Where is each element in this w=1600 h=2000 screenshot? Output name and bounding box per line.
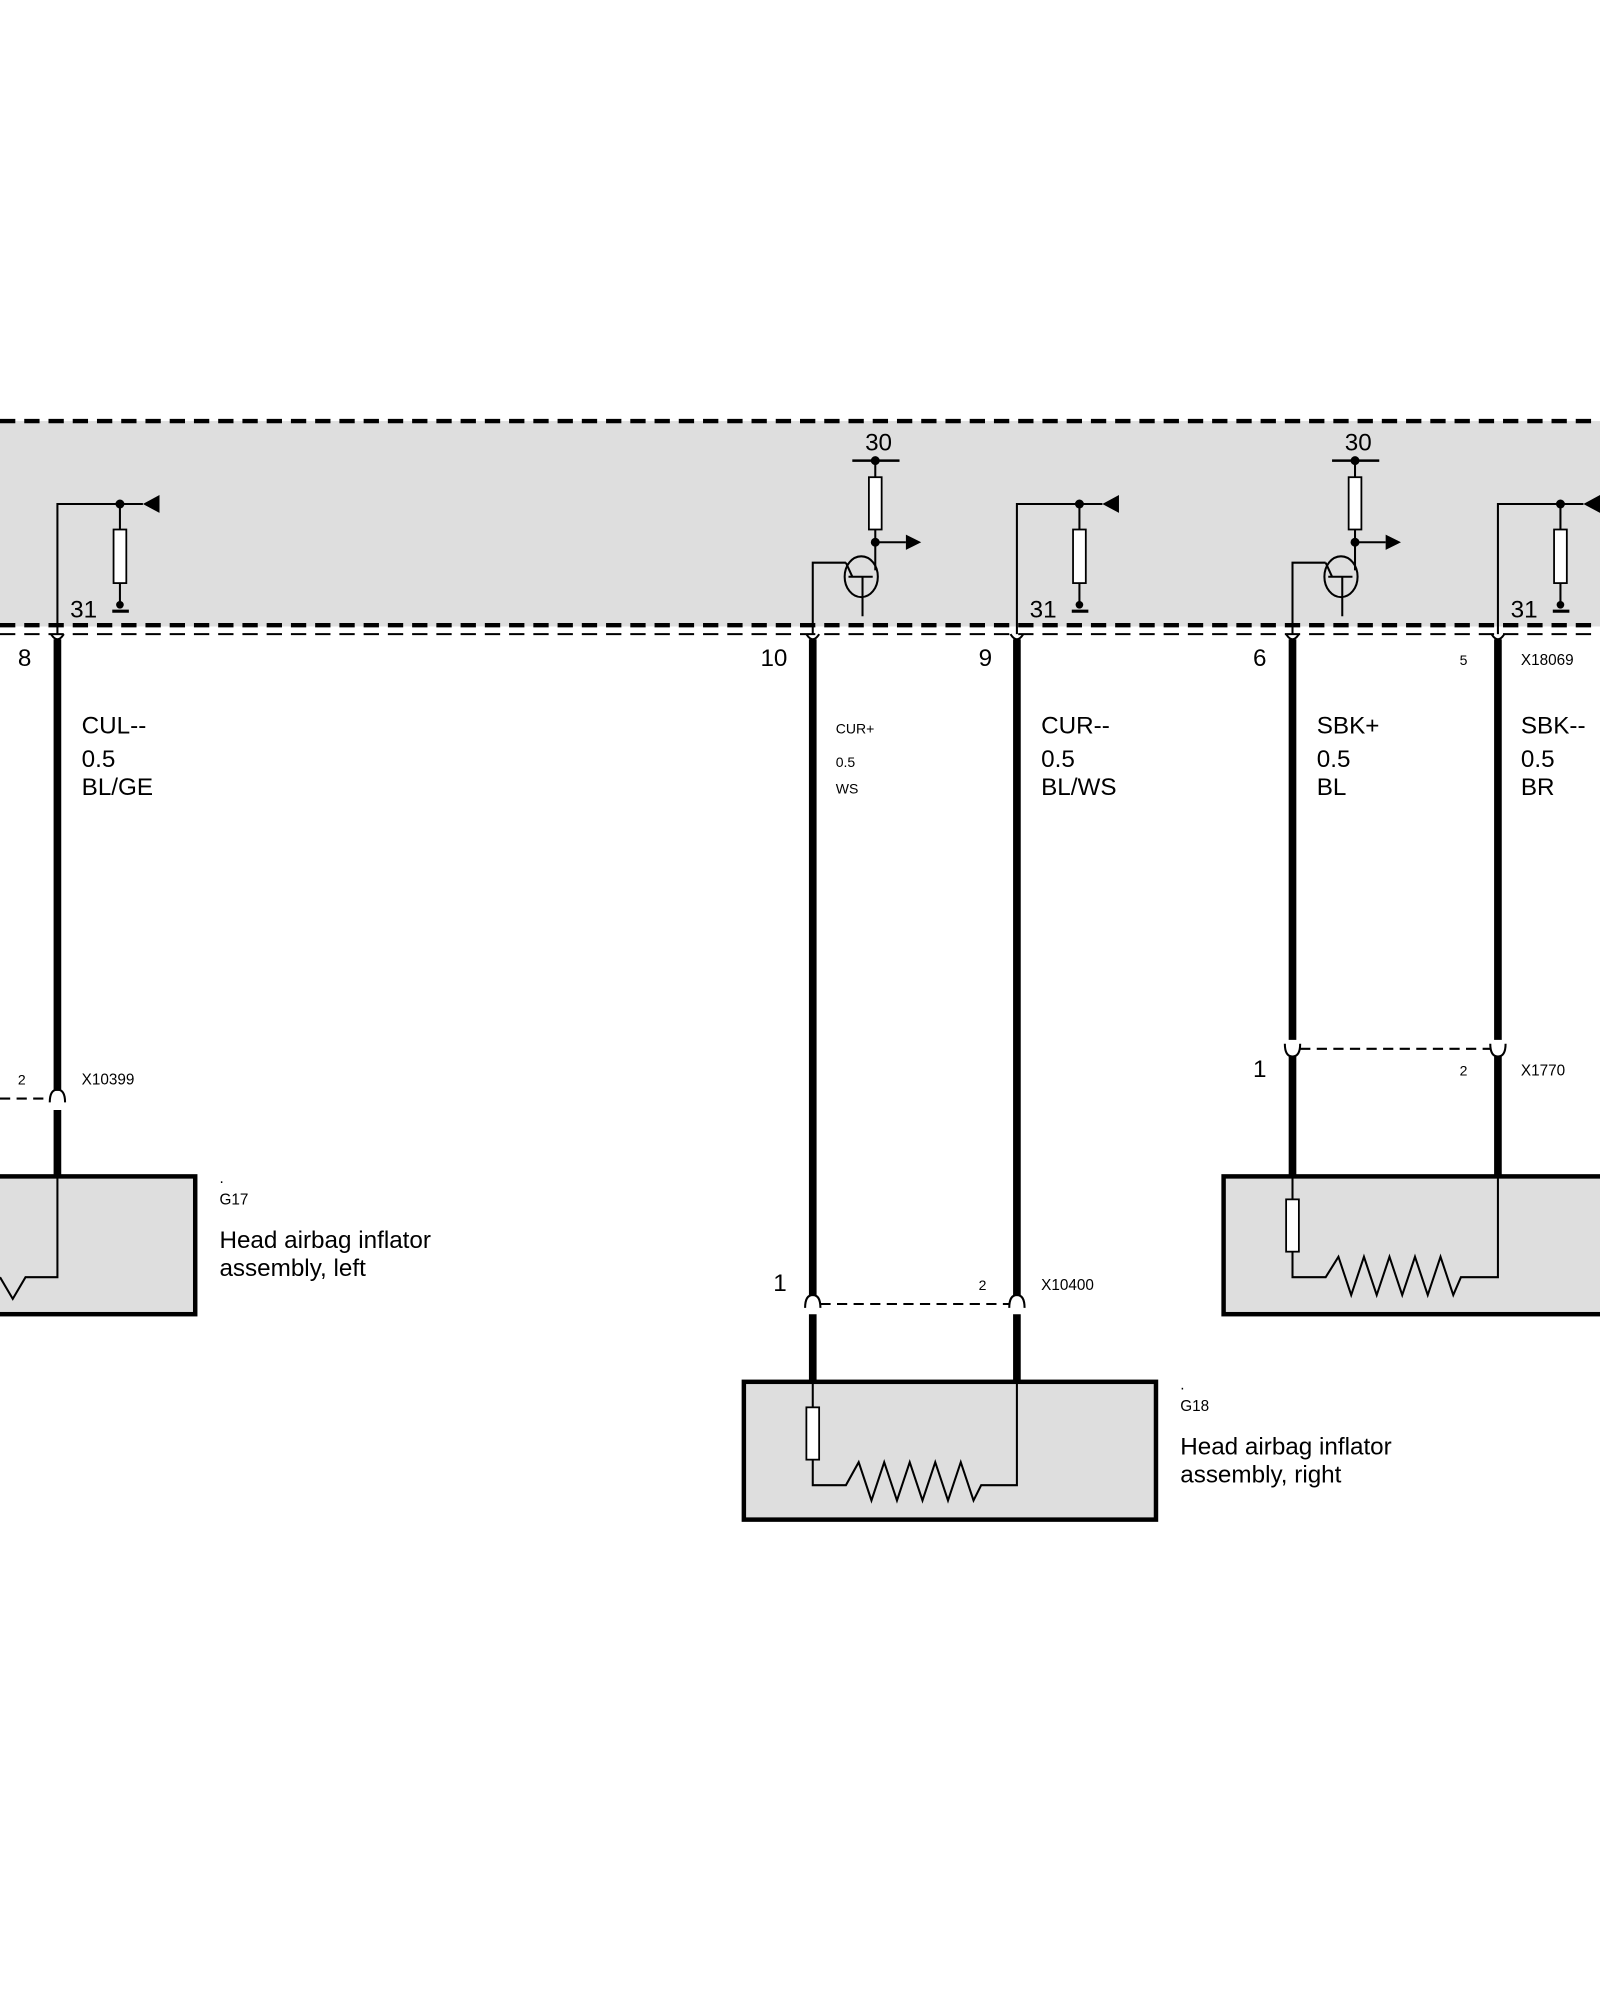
- inflator-resistor-icon: [0, 1176, 59, 1301]
- pin-number: 9: [979, 645, 992, 672]
- pin-number: 10: [760, 645, 787, 672]
- resistor-icon: [1553, 528, 1568, 584]
- transistor-icon: [1323, 555, 1359, 599]
- wire-sbk-minus: [1300, 633, 1507, 1176]
- inflator-resistor-icon: [1291, 1176, 1499, 1299]
- wire-size: 0.5: [1041, 746, 1075, 773]
- connector-id: X1770: [1521, 1063, 1565, 1080]
- pin-number: 6: [1253, 645, 1266, 672]
- connector-pin: 2: [18, 1072, 26, 1088]
- component-dot: .: [1180, 1376, 1184, 1393]
- component-name: Head airbag inflator: [219, 1227, 431, 1254]
- component-right-partial: [1221, 1174, 1600, 1317]
- wire-signal: CUL--: [82, 713, 147, 740]
- connector-pin: 1: [1253, 1056, 1266, 1083]
- connector-icon: [1008, 1294, 1026, 1308]
- connector-pin: 2: [979, 1277, 987, 1293]
- signal-arrow-icon: [1583, 495, 1600, 513]
- connector-id: X18069: [1521, 652, 1574, 669]
- ground-label: 31: [1030, 597, 1057, 624]
- signal-arrow-icon: [905, 534, 922, 550]
- component-name: assembly, left: [219, 1255, 366, 1282]
- pulldown-circuit-cul: 31: [56, 495, 160, 635]
- ground-label: 31: [1511, 597, 1538, 624]
- connector-icon: [804, 1294, 822, 1308]
- resistor-icon: [112, 528, 128, 584]
- pin-number: 8: [18, 645, 31, 672]
- wire-signal: CUR+: [836, 721, 875, 737]
- component-g17: . G17 Head airbag inflator assembly, lef…: [0, 1170, 431, 1317]
- component-code: G17: [219, 1191, 248, 1208]
- wire-cur-minus: [820, 633, 1026, 1382]
- transistor-circuit-cur: 30: [811, 429, 922, 635]
- pin-number: 5: [1460, 652, 1468, 668]
- pulldown-circuit-cur: 31: [1015, 495, 1119, 635]
- resistor-icon: [868, 476, 883, 531]
- wire-signal: SBK+: [1317, 713, 1380, 740]
- component-code: G18: [1180, 1398, 1209, 1415]
- wire-label-sbk-plus: SBK+ 0.5 BL: [1317, 713, 1380, 801]
- connector-icon: [1283, 1043, 1302, 1058]
- wire-color: WS: [836, 781, 859, 797]
- connector-pin: 2: [1460, 1063, 1468, 1079]
- wire-label-cur-minus: CUR-- 0.5 BL/WS: [1041, 713, 1116, 801]
- wire-label-cur-plus: CUR+ 0.5 WS: [836, 721, 875, 797]
- resistor-icon: [805, 1406, 821, 1461]
- wire-color: BL/GE: [82, 774, 153, 801]
- connector-icon: [1489, 1043, 1507, 1058]
- wire-size: 0.5: [836, 754, 856, 770]
- ground-label: 31: [70, 597, 97, 624]
- pulldown-circuit-sbk: 31: [1496, 495, 1600, 635]
- resistor-icon: [1285, 1198, 1300, 1253]
- resistor-icon: [1347, 476, 1363, 531]
- connector-id: X10399: [82, 1072, 135, 1089]
- wire-sbk-plus: [1283, 633, 1302, 1176]
- component-g18: . G18 Head airbag inflator assembly, rig…: [741, 1376, 1392, 1522]
- supply-label: 30: [865, 429, 892, 456]
- signal-arrow-icon: [142, 495, 160, 513]
- connector-icon: [48, 1088, 67, 1103]
- wire-cur-plus: [804, 633, 822, 1382]
- wire-cul: [0, 633, 67, 1176]
- wire-color: BL: [1317, 774, 1347, 801]
- transistor-circuit-sbk: 30: [1291, 429, 1401, 635]
- connector-id: X10400: [1041, 1277, 1094, 1294]
- wire-size: 0.5: [1317, 746, 1351, 773]
- inflator-resistor-icon: [811, 1381, 1018, 1504]
- wire-signal: CUR--: [1041, 713, 1110, 740]
- resistor-icon: [1072, 528, 1087, 584]
- wire-signal: SBK--: [1521, 713, 1586, 740]
- connector-pin: 1: [773, 1270, 786, 1297]
- signal-arrow-icon: [1385, 534, 1401, 550]
- component-name: Head airbag inflator: [1180, 1434, 1392, 1461]
- wire-size: 0.5: [82, 746, 116, 773]
- component-name: assembly, right: [1180, 1462, 1341, 1489]
- wire-label-sbk-minus: SBK-- 0.5 BR: [1521, 713, 1586, 801]
- wire-color: BL/WS: [1041, 774, 1116, 801]
- signal-arrow-icon: [1102, 495, 1119, 513]
- wire-size: 0.5: [1521, 746, 1555, 773]
- wire-label-cul: CUL-- 0.5 BL/GE: [82, 713, 153, 801]
- wire-color: BR: [1521, 774, 1555, 801]
- transistor-icon: [843, 555, 879, 599]
- component-dot: .: [219, 1170, 223, 1187]
- supply-label: 30: [1345, 429, 1372, 456]
